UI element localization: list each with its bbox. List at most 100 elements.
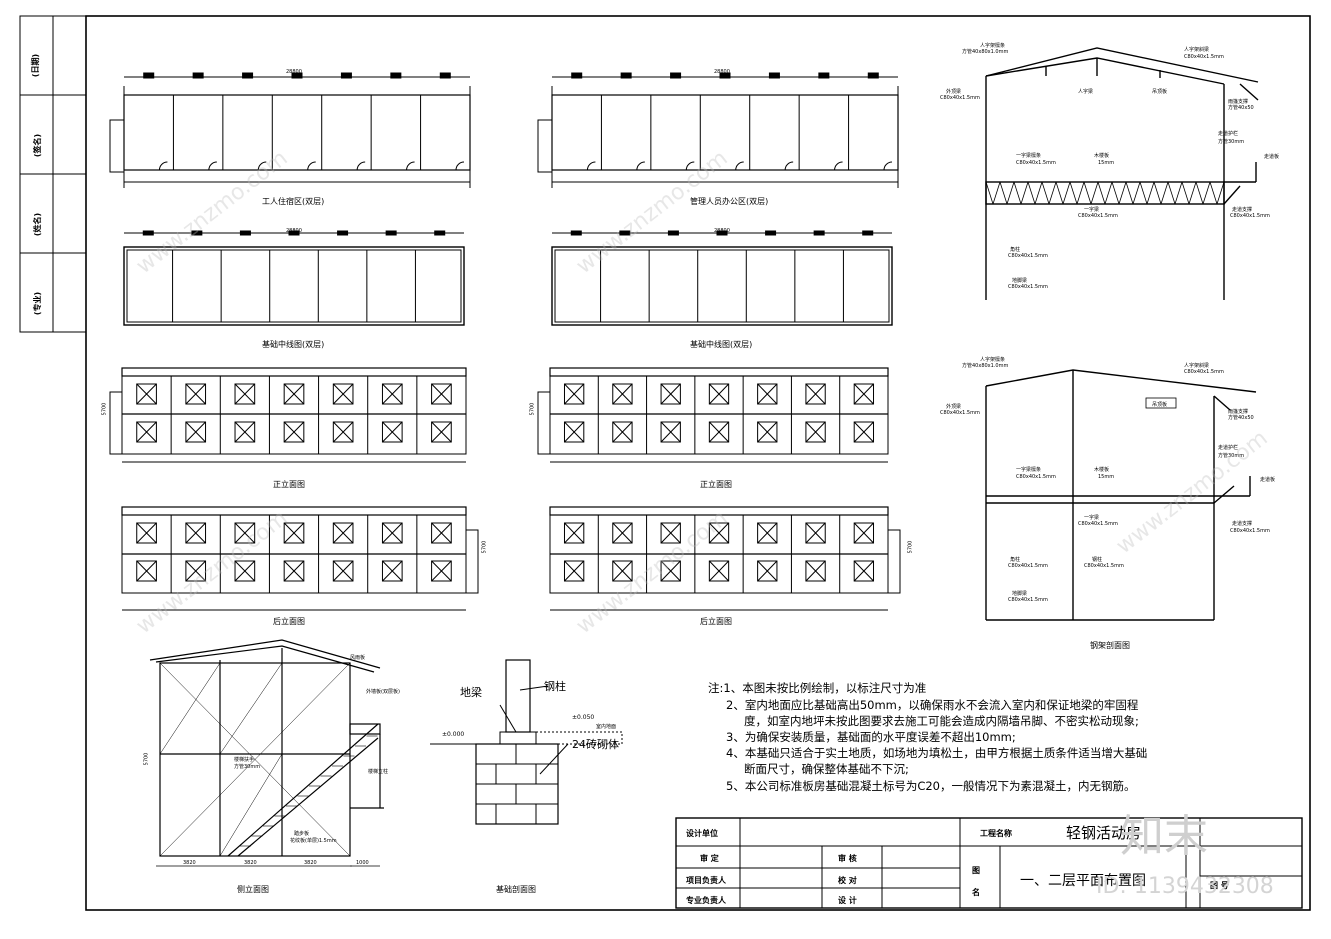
elev-window [660, 383, 681, 405]
elev-window-brace [757, 383, 778, 405]
plan-worker-outline [109, 72, 471, 188]
truss-web [1041, 181, 1050, 205]
plan-door-swing [307, 161, 316, 171]
elev-window-brace [185, 421, 206, 443]
sec-ridge-truss-spec: C80x40x1.5mm [1184, 54, 1224, 60]
elev-window-brace [431, 421, 452, 443]
truss-web [1048, 181, 1057, 205]
sec-floor-joist-spec: C80x40x1.5mm [1016, 160, 1056, 166]
plan-office-outline [537, 72, 899, 188]
note-3: 3、为确保安装质量，基础面的水平度误差不超出10mm; [726, 730, 1016, 744]
found-mark [619, 230, 631, 236]
elev-window [381, 421, 403, 443]
elev-window-brace [853, 560, 874, 582]
front-elevation-right [537, 367, 889, 463]
found-mark [142, 230, 154, 236]
elev-window-brace [564, 560, 585, 582]
found-mark [239, 230, 251, 236]
caption-steel-section: 钢架剖面图 [1090, 641, 1130, 650]
sec-ground-beam: 地脚梁 [1012, 278, 1028, 284]
elev-window [381, 383, 403, 405]
secb-wood-spec: 15mm [1098, 474, 1115, 480]
elev-window-brace [431, 560, 452, 582]
dim-side-stair: 1000 [356, 860, 369, 866]
elev-window [708, 560, 730, 582]
elev-window-brace [612, 522, 633, 544]
side-stair-rail: 楼梯扶手 [234, 757, 255, 763]
side-eave: 风雨板 [350, 655, 366, 661]
elev-window-brace [805, 522, 826, 544]
dim-side-height: 5700 [143, 752, 150, 766]
tb-design: 设 计 [838, 896, 857, 905]
secb-walk-support-spec: C80x40x1.5mm [1230, 528, 1270, 534]
tb-project-name: 轻钢活动房 [1066, 824, 1142, 842]
elev-window-brace [853, 421, 874, 443]
elev-window-brace [660, 421, 681, 443]
elev-window-brace [332, 560, 354, 582]
sec-sag-board: 吊顶板 [1152, 89, 1168, 95]
secb-sag-board: 吊顶板 [1152, 402, 1168, 408]
elev-window-brace [382, 560, 403, 582]
plan-window-mark [571, 72, 583, 79]
strip-name: (姓名) [33, 212, 43, 237]
plan-door-swing [685, 161, 695, 171]
strip-sign: (签名) [33, 133, 43, 158]
found-level-in: ±0.050 [572, 714, 595, 721]
secb-corner-col: 角柱 [1010, 557, 1021, 563]
note-4b: 断面尺寸，确保整体基础不下沉; [744, 762, 909, 776]
found-level-0: ±0.000 [442, 731, 465, 738]
truss-web [1006, 181, 1015, 205]
side-stair-rail-spec: 方管30mm [234, 764, 261, 770]
sec-walk-support: 走道支撑 [1232, 207, 1253, 213]
elev-window-brace [234, 383, 256, 405]
note-5: 5、本公司标准板房基础混凝土标号为C20，一般情况下为素混凝土，内无钢筋。 [726, 779, 1136, 793]
sec-ground-spec: C80x40x1.5mm [1008, 284, 1048, 290]
foundation-section [430, 659, 623, 825]
side-elevation [149, 639, 384, 867]
elev-window [563, 522, 585, 544]
truss-web [999, 181, 1008, 205]
truss-web [1076, 181, 1085, 205]
dim-side-1: 3820 [183, 860, 196, 866]
elev-window [332, 522, 354, 544]
truss-web [1153, 181, 1162, 205]
truss-web [1083, 181, 1092, 205]
caption-front-right: 正立面图 [700, 480, 732, 489]
elev-window [853, 383, 875, 405]
elev-window [612, 560, 633, 582]
elev-window [612, 383, 633, 405]
elev-window-brace [185, 522, 206, 544]
found-mark [385, 230, 397, 236]
dim-overall-plan-w: 28800 [286, 69, 302, 75]
secb-ridge-truss: 人字架斜梁 [1184, 363, 1210, 369]
found-mark [765, 230, 777, 236]
elev-window [853, 560, 875, 582]
elev-window [332, 383, 354, 405]
strip-date: (日期) [31, 53, 41, 78]
elev-window [757, 421, 778, 443]
tb-proofread: 校 对 [838, 876, 857, 885]
truss-web [1111, 181, 1120, 205]
elev-window [805, 383, 826, 405]
front-elevation-left [109, 367, 467, 463]
truss-web [1146, 181, 1155, 205]
elev-window [708, 421, 730, 443]
truss-web [1188, 181, 1197, 205]
elev-window-brace [234, 522, 256, 544]
plan-window-mark [867, 72, 879, 79]
sec-floor-beam: 一字梁 [1084, 207, 1100, 213]
found-mark [862, 230, 874, 236]
sec-ridge-truss: 人字架斜梁 [1184, 47, 1210, 53]
note-1: 注:1、本图未按比例绘制，以标注尺寸为准 [708, 681, 927, 695]
plan-door-swing [586, 161, 596, 171]
elev-window [431, 421, 452, 443]
truss-web [1139, 181, 1148, 205]
plan-window-mark [192, 72, 204, 79]
elev-window [283, 522, 305, 544]
plan-window-mark [670, 72, 682, 79]
elev-window-brace [283, 383, 305, 405]
dim-found-r: 28800 [714, 228, 730, 234]
side-outer-wall: 外墙板(双层板) [366, 689, 400, 695]
found-steel-col: 钢柱 [544, 680, 566, 693]
